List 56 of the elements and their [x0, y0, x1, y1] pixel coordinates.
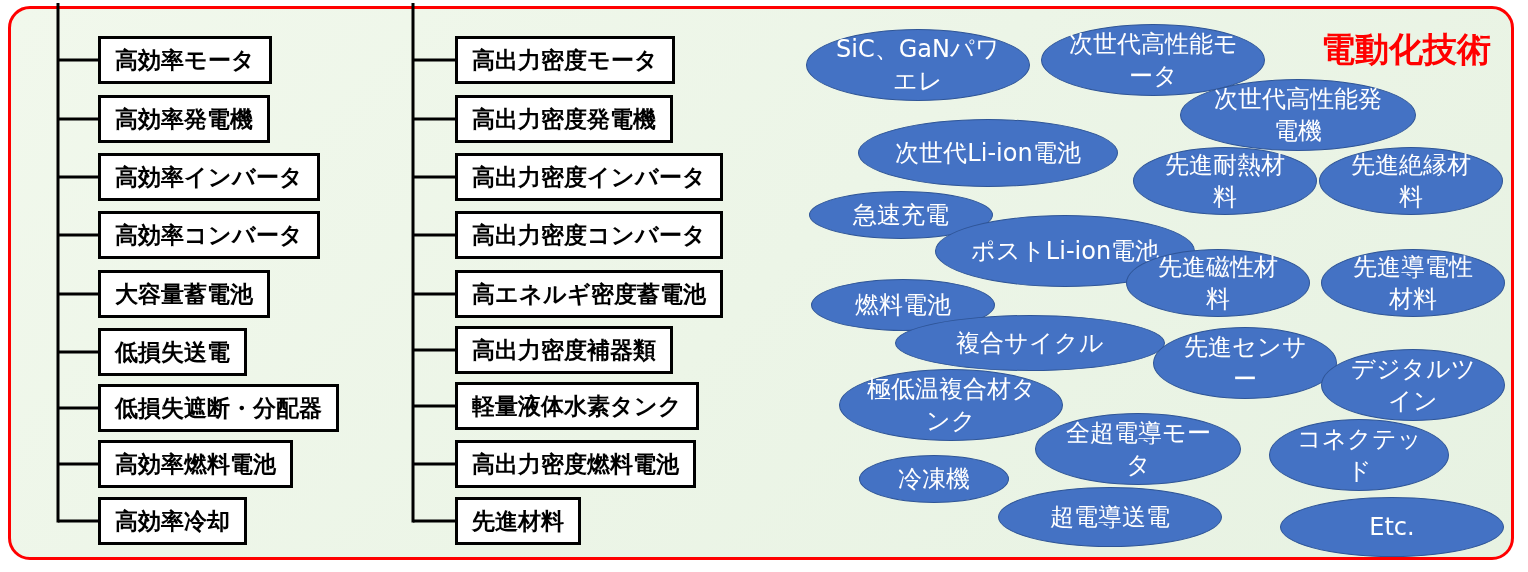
branch-line — [58, 233, 98, 237]
branch-line — [58, 117, 98, 121]
branch-line — [58, 519, 98, 523]
oval-label: 次世代Li-ion電池 — [858, 119, 1118, 187]
oval-label: デジタルツイン — [1321, 349, 1505, 421]
oval-label: 燃料電池 — [811, 279, 995, 331]
branch-line — [413, 117, 455, 121]
label-box: 高効率発電機 — [98, 95, 270, 143]
label-box: 高効率インバータ — [98, 153, 320, 201]
label-box: 高効率コンバータ — [98, 211, 320, 259]
branch-line — [413, 404, 455, 408]
branch-line — [58, 58, 98, 62]
branch-line — [413, 348, 455, 352]
label-box: 高出力密度モータ — [455, 36, 675, 84]
branch-line — [413, 462, 455, 466]
label-box: 低損失送電 — [98, 328, 247, 376]
branch-line — [413, 519, 455, 523]
oval-label: 先進耐熱材料 — [1133, 147, 1317, 215]
label-box: 高出力密度コンバータ — [455, 211, 723, 259]
branch-line — [413, 292, 455, 296]
label-box: 先進材料 — [455, 497, 581, 545]
branch-line — [58, 175, 98, 179]
label-box: 高出力密度インバータ — [455, 153, 723, 201]
branch-line — [413, 58, 455, 62]
branch-line — [413, 233, 455, 237]
tree-trunk-line — [56, 3, 60, 523]
tree-trunk-line — [411, 3, 415, 523]
label-box: 高出力密度補器類 — [455, 326, 673, 374]
oval-label: 先進センサー — [1153, 327, 1337, 399]
branch-line — [58, 292, 98, 296]
branch-line — [58, 462, 98, 466]
oval-label: 次世代高性能発電機 — [1180, 79, 1416, 151]
label-box: 高効率燃料電池 — [98, 440, 293, 488]
oval-label: コネクテッド — [1269, 419, 1449, 491]
branch-line — [58, 350, 98, 354]
oval-label: 先進絶縁材料 — [1319, 147, 1503, 215]
oval-label: Etc. — [1280, 497, 1504, 557]
oval-label: 先進導電性材料 — [1321, 249, 1505, 317]
group-frame — [8, 6, 1514, 560]
label-box: 低損失遮断・分配器 — [98, 384, 339, 432]
label-box: 高効率冷却 — [98, 497, 247, 545]
label-box: 高出力密度燃料電池 — [455, 440, 696, 488]
branch-line — [413, 175, 455, 179]
label-box: 軽量液体水素タンク — [455, 382, 699, 430]
oval-label: 超電導送電 — [998, 487, 1222, 547]
oval-label: 全超電導モータ — [1035, 413, 1241, 485]
label-box: 高出力密度発電機 — [455, 95, 673, 143]
oval-label: SiC、GaNパワエレ — [806, 29, 1030, 101]
label-box: 高エネルギ密度蓄電池 — [455, 270, 723, 318]
label-box: 大容量蓄電池 — [98, 270, 270, 318]
oval-label: 急速充電 — [809, 191, 993, 239]
oval-label: 冷凍機 — [859, 455, 1009, 503]
label-box: 高効率モータ — [98, 36, 272, 84]
branch-line — [58, 406, 98, 410]
group-title: 電動化技術 — [1321, 28, 1491, 71]
oval-label: 極低温複合材タンク — [839, 369, 1063, 441]
